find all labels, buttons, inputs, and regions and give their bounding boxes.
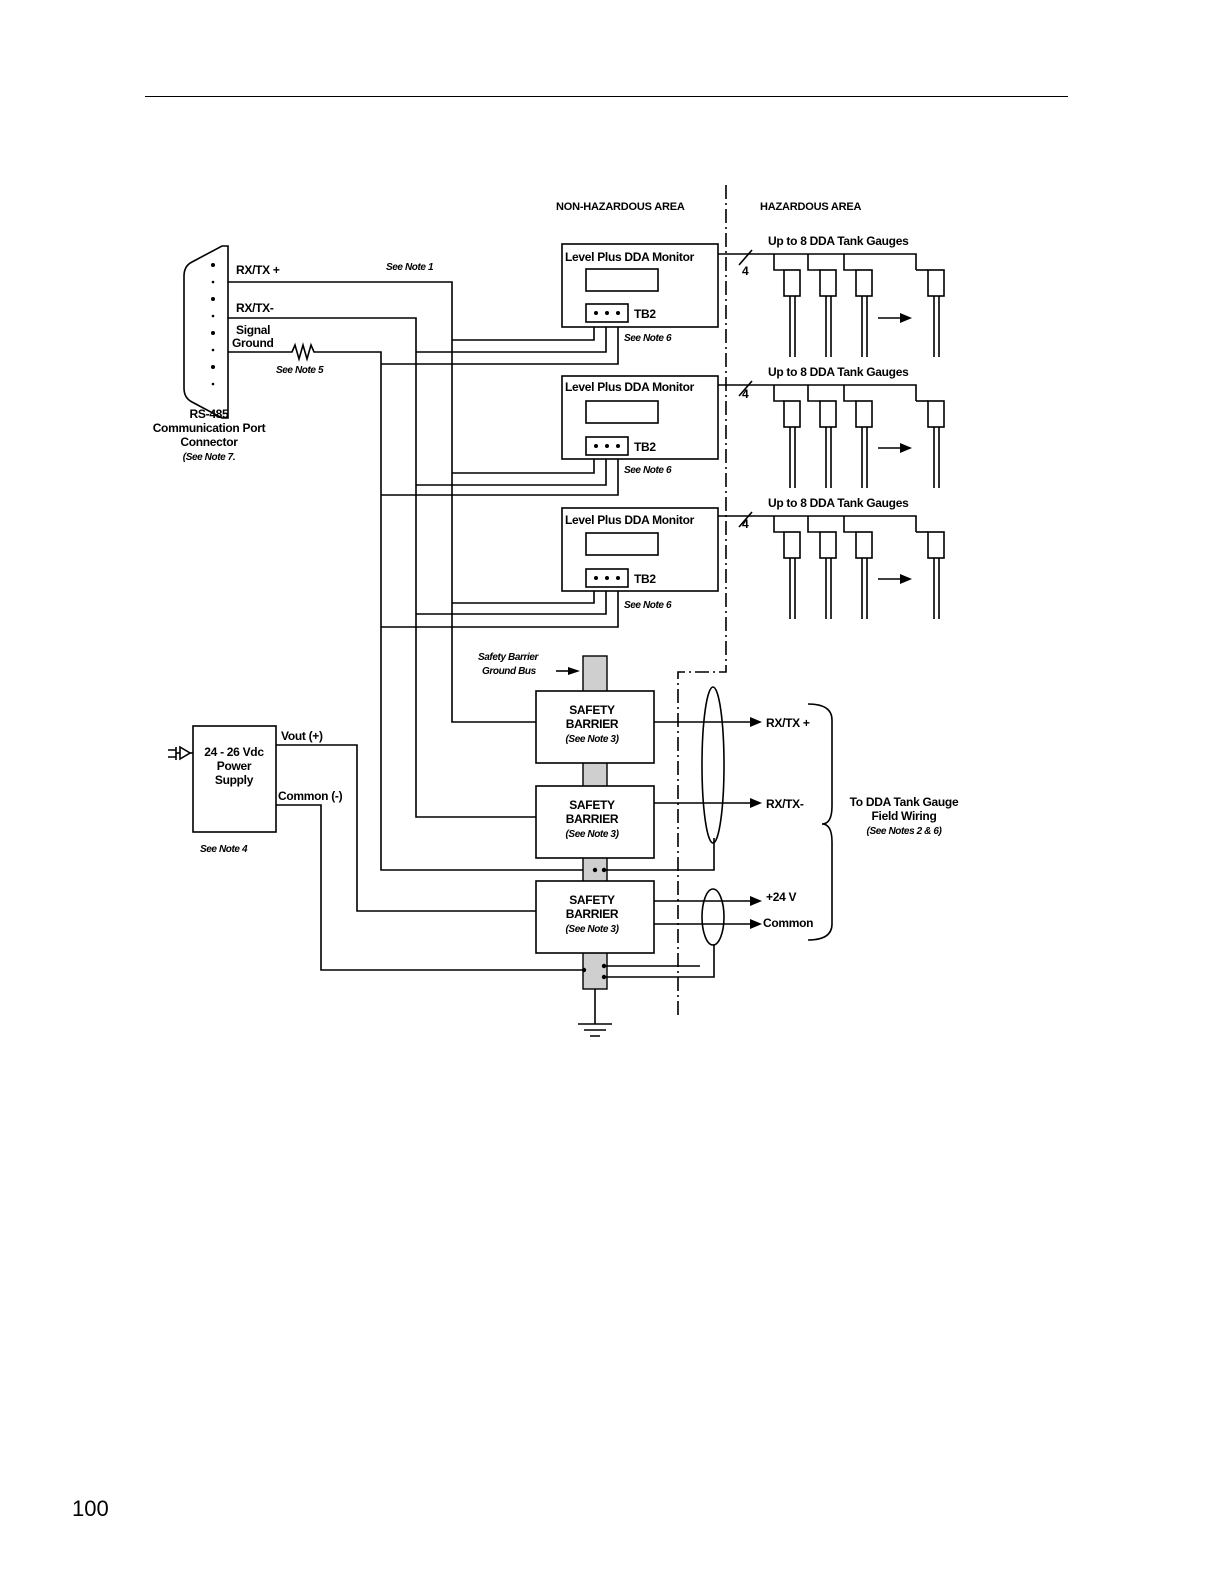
- monitor-2-tb2-label: TB2: [634, 440, 656, 454]
- pin-rx-tx-plus-label: RX/TX +: [236, 263, 280, 277]
- power-input-plug-icon: [168, 745, 193, 761]
- power-supply-line-2: Power: [217, 759, 252, 773]
- output-common-label: Common: [763, 916, 813, 930]
- monitor-1: [561, 243, 719, 328]
- monitor-2: [561, 375, 719, 460]
- safety-barrier-3: [535, 880, 655, 954]
- monitor-3-tap-ground: [381, 584, 619, 628]
- connector-caption-line-3: Connector: [180, 435, 238, 449]
- monitor-1-title: Level Plus DDA Monitor: [565, 250, 695, 264]
- gauge-group-3-count: 4: [742, 517, 749, 531]
- gauge-group-1: [718, 249, 945, 357]
- monitor-3: [561, 507, 719, 592]
- vout-wire: [276, 744, 536, 912]
- safety-barrier-1-note: (See Note 3): [566, 734, 620, 745]
- shield-drain-wire-2: [604, 944, 715, 978]
- rs485-connector: [183, 245, 229, 419]
- connector-caption-line-4: (See Note 7.: [183, 452, 235, 463]
- safety-barrier-1-line-1: SAFETY: [569, 703, 615, 717]
- gauge-group-1-count: 4: [742, 264, 749, 278]
- monitor-2-tap-minus: [416, 452, 607, 486]
- non-hazardous-area-label: NON-HAZARDOUS AREA: [556, 201, 685, 213]
- gauge-group-1-label: Up to 8 DDA Tank Gauges: [768, 234, 909, 248]
- monitor-3-tap-minus: [416, 584, 607, 615]
- page-number: 100: [72, 1496, 109, 1521]
- hazard-boundary-line: [677, 185, 727, 1018]
- pin-signal-label: Signal: [236, 323, 270, 337]
- signal-ground-wire: [228, 342, 595, 871]
- gauge-group-2-count: 4: [742, 387, 749, 401]
- safety-barrier-2-line-1: SAFETY: [569, 798, 615, 812]
- rx-tx-plus-wire: [228, 281, 536, 723]
- common-label: Common (-): [278, 789, 343, 803]
- gauge-group-2: [718, 380, 945, 488]
- hazardous-area-label: HAZARDOUS AREA: [760, 201, 862, 213]
- output-rx-tx-plus-label: RX/TX +: [766, 716, 810, 730]
- rx-tx-minus-wire: [228, 317, 536, 818]
- safety-barrier-1-line-2: BARRIER: [566, 717, 619, 731]
- common-wire: [276, 804, 584, 971]
- pin-rx-tx-minus-label: RX/TX-: [236, 301, 274, 315]
- monitor-3-tb2-label: TB2: [634, 572, 656, 586]
- gauge-group-3: [718, 511, 945, 619]
- field-wiring-line-3: (See Notes 2 & 6): [867, 826, 943, 837]
- field-wiring-line-1: To DDA Tank Gauge: [850, 795, 959, 809]
- shield-drain-wire-1: [604, 838, 715, 871]
- monitor-3-title: Level Plus DDA Monitor: [565, 513, 695, 527]
- connector-caption-line-1: RS-485: [190, 407, 230, 421]
- output-24v-label: +24 V: [766, 890, 796, 904]
- output-rx-tx-minus-label: RX/TX-: [766, 797, 804, 811]
- ground-bus-label-line-1: Safety Barrier: [478, 652, 539, 663]
- pin-ground-label: Ground: [232, 336, 274, 350]
- power-supply: [192, 725, 277, 833]
- monitor-2-title: Level Plus DDA Monitor: [565, 380, 695, 394]
- see-note-5-label: See Note 5: [276, 365, 324, 376]
- connector-caption-line-2: Communication Port: [153, 421, 266, 435]
- ground-bus-label-line-2: Ground Bus: [482, 666, 537, 677]
- safety-barrier-1: [535, 690, 655, 764]
- field-wiring-brace: [807, 703, 833, 941]
- safety-barrier-2-line-2: BARRIER: [566, 812, 619, 826]
- power-supply-line-3: Supply: [215, 773, 254, 787]
- top-rule: [145, 96, 1068, 97]
- safety-barrier-3-note: (See Note 3): [566, 924, 620, 935]
- see-note-1-label: See Note 1: [386, 262, 434, 273]
- vout-label: Vout (+): [281, 729, 323, 743]
- shield-ellipse-1: [701, 686, 725, 844]
- power-supply-line-1: 24 - 26 Vdc: [204, 745, 264, 759]
- earth-ground-icon: [578, 989, 612, 1037]
- monitor-1-tb2-label: TB2: [634, 307, 656, 321]
- safety-barrier-3-line-1: SAFETY: [569, 893, 615, 907]
- monitor-2-tap-ground: [381, 452, 619, 496]
- shield-ellipse-2: [701, 888, 725, 946]
- monitor-1-tap-minus: [416, 319, 607, 353]
- monitor-1-note: See Note 6: [624, 333, 672, 344]
- monitor-1-tap-ground: [381, 319, 619, 365]
- monitor-3-note: See Note 6: [624, 600, 672, 611]
- monitor-2-note: See Note 6: [624, 465, 672, 476]
- safety-barrier-2-note: (See Note 3): [566, 829, 620, 840]
- power-supply-note: See Note 4: [200, 844, 248, 855]
- safety-barrier-3-line-2: BARRIER: [566, 907, 619, 921]
- gauge-group-2-label: Up to 8 DDA Tank Gauges: [768, 365, 909, 379]
- field-wiring-line-2: Field Wiring: [872, 809, 937, 823]
- gauge-group-3-label: Up to 8 DDA Tank Gauges: [768, 496, 909, 510]
- safety-barrier-2: [535, 785, 655, 859]
